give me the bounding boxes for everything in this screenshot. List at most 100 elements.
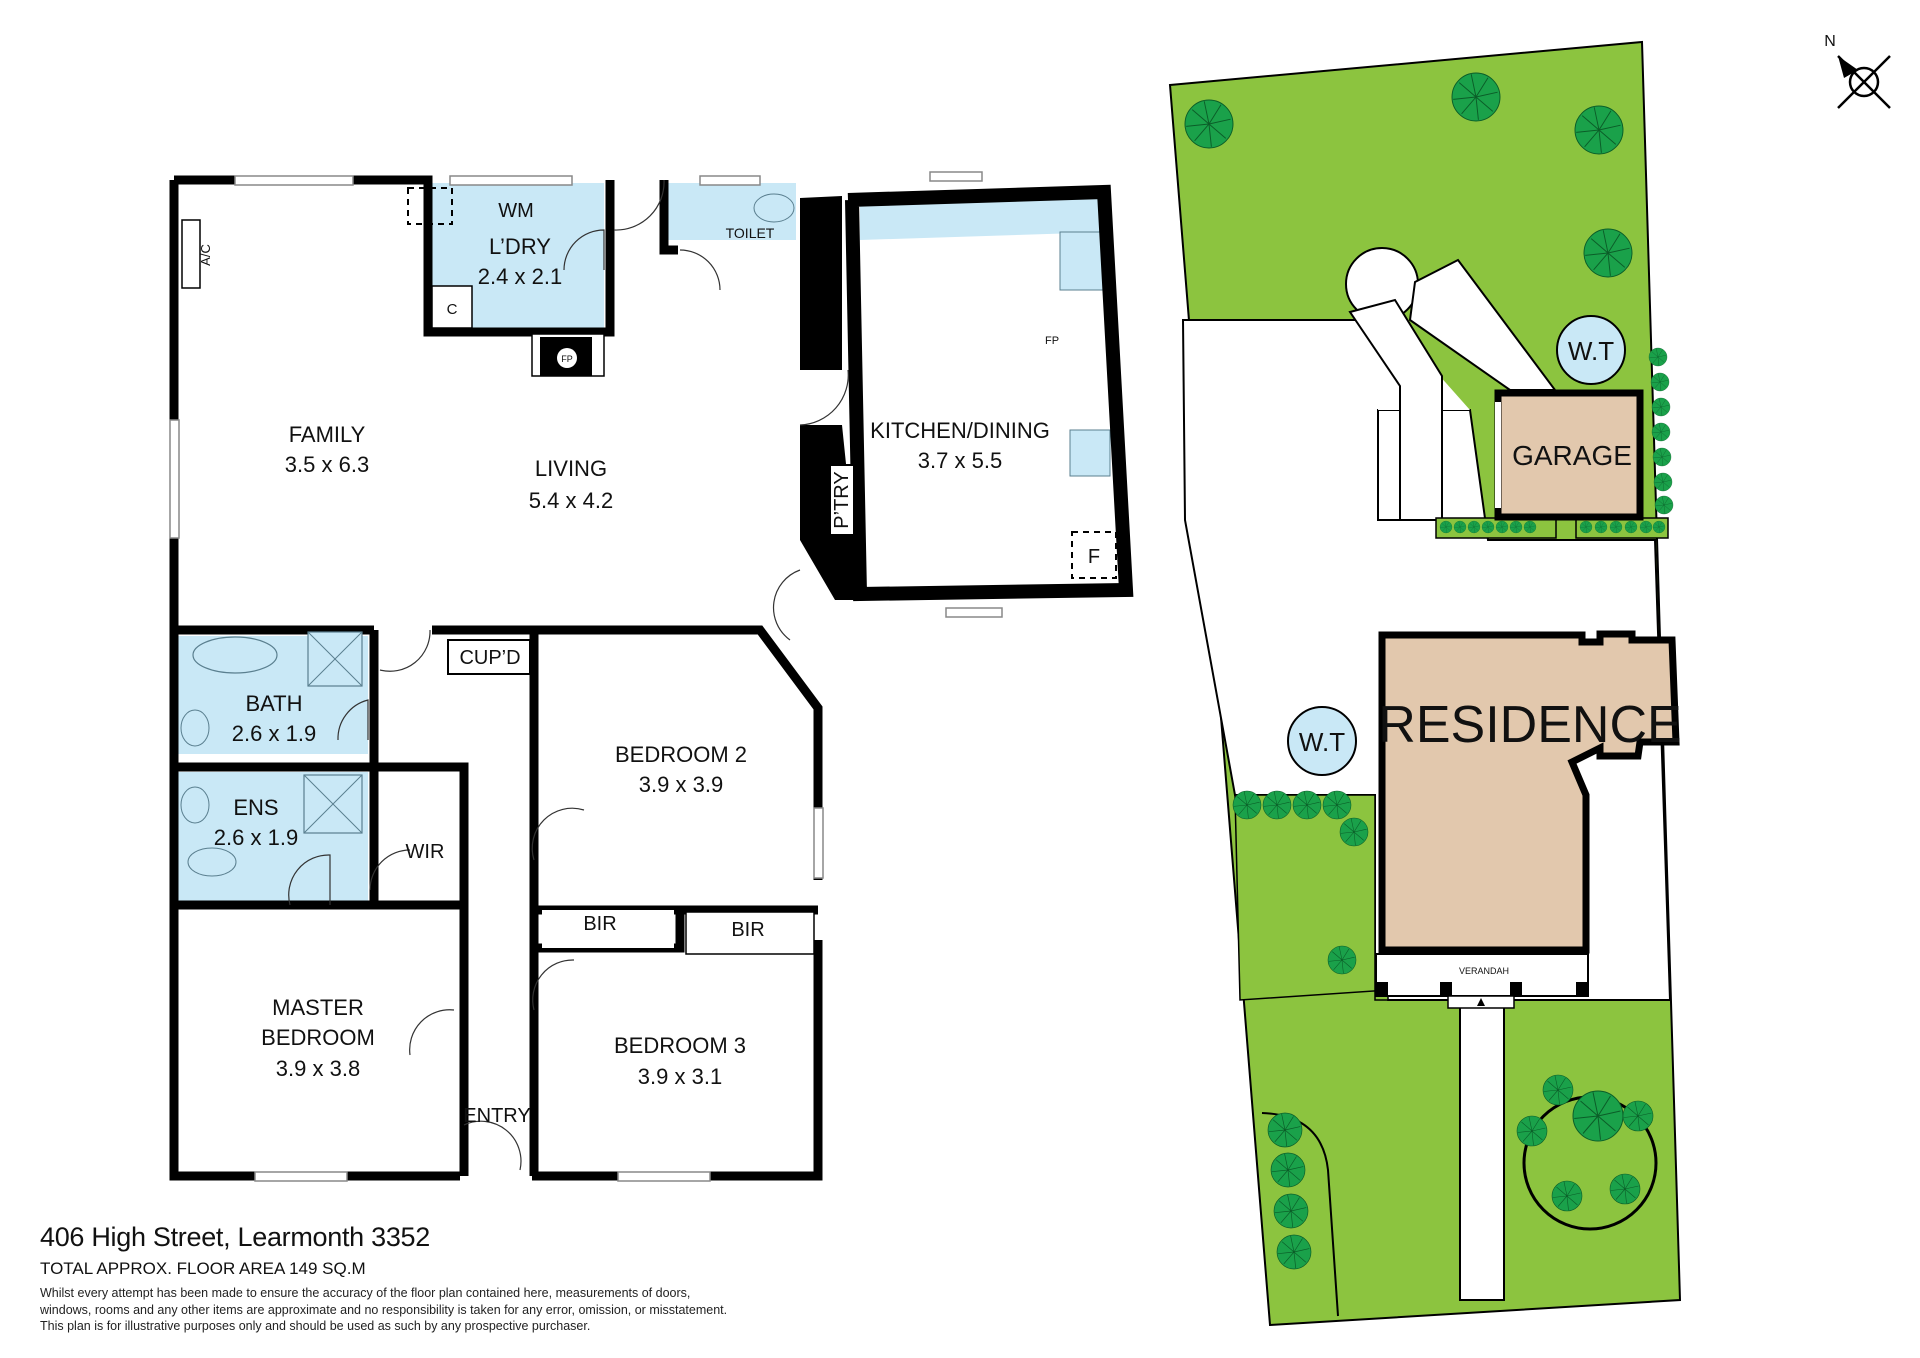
tree-icon: [1322, 790, 1352, 820]
kitchen-west-wall: [800, 196, 842, 370]
shrub-icon: [1509, 520, 1523, 534]
total-floor-area: TOTAL APPROX. FLOOR AREA 149 SQ.M: [40, 1259, 366, 1278]
shrub-icon: [1594, 520, 1608, 534]
ensuite-toilet-icon: [187, 847, 237, 877]
shrub-icon: [1439, 520, 1453, 534]
tree-icon: [1648, 347, 1668, 367]
tree-icon: [1516, 1115, 1548, 1147]
room-labels: FAMILY 3.5 x 6.3 LIVING 5.4 x 4.2 L’DRY …: [198, 200, 1100, 1127]
wm-label: WM: [498, 200, 534, 222]
tree-icon: [1232, 790, 1262, 820]
shrub-icon: [1624, 520, 1638, 534]
toilet-label: TOILET: [726, 225, 775, 241]
tree-icon: [1273, 1193, 1309, 1229]
shrub-icon: [1579, 520, 1593, 534]
pantry-label: P’TRY: [831, 471, 853, 528]
fridge-icon: [1071, 531, 1117, 579]
residence-label: RESIDENCE: [1378, 696, 1681, 754]
water-tank-icon: [1556, 315, 1626, 385]
kitchen-bench: [860, 195, 1110, 240]
shrub-icon: [1652, 520, 1666, 534]
laundry-label: L’DRY: [489, 234, 551, 259]
north-label: N: [1824, 33, 1836, 50]
bath-label: BATH: [245, 691, 302, 716]
tree-icon: [1650, 372, 1670, 392]
disclaimer-line: This plan is for illustrative purposes o…: [40, 1319, 591, 1333]
bedroom3-size: 3.9 x 3.1: [638, 1064, 722, 1089]
water-tank-icon: [1287, 706, 1357, 776]
master-label-1: MASTER: [272, 995, 364, 1020]
tree-icon: [1574, 105, 1624, 155]
bedroom2-label: BEDROOM 2: [615, 742, 747, 767]
kitchen-fp-box: [1062, 305, 1084, 365]
bir-2-box: [685, 911, 815, 955]
tree-icon: [1551, 1180, 1583, 1212]
living-label: LIVING: [535, 456, 607, 481]
cooktop-icon: [1069, 429, 1111, 477]
ac-unit-icon: [181, 219, 201, 289]
bir-2-label: BIR: [731, 919, 764, 941]
tree-icon: [1572, 1090, 1624, 1142]
tree-icon: [1583, 228, 1633, 278]
tree-icon: [1451, 72, 1501, 122]
family-label: FAMILY: [289, 422, 366, 447]
bath-size: 2.6 x 1.9: [232, 721, 316, 746]
disclaimer-line: Whilst every attempt has been made to en…: [40, 1286, 691, 1300]
ensuite-basin-icon: [180, 786, 210, 824]
shrub-icon: [1523, 520, 1537, 534]
ensuite-label: ENS: [233, 795, 278, 820]
tree-icon: [1262, 790, 1292, 820]
north-arrow-icon: N: [1824, 33, 1891, 109]
floor-plan: FAMILY 3.5 x 6.3 LIVING 5.4 x 4.2 L’DRY …: [169, 171, 1134, 1182]
kitchen-fp-label: FP: [1045, 335, 1059, 347]
shrub-icon: [1609, 520, 1623, 534]
doors: [288, 179, 849, 1171]
fireplace-label: FP: [561, 354, 573, 364]
bir-1-box: [542, 910, 674, 948]
kitchen-walls: [845, 184, 1134, 602]
bedroom2-size: 3.9 x 3.9: [639, 772, 723, 797]
tree-icon: [1651, 422, 1671, 442]
tree-icon: [1270, 1152, 1306, 1188]
entry-arrow-icon: [1477, 998, 1485, 1006]
entry-label: ENTRY: [463, 1105, 530, 1127]
verandah: [1375, 953, 1589, 997]
tree-icon: [1339, 817, 1369, 847]
ac-label: A/C: [198, 244, 213, 266]
property-address: 406 High Street, Learmonth 3352: [40, 1222, 430, 1252]
ensuite-size: 2.6 x 1.9: [214, 825, 298, 850]
wir-label: WIR: [406, 841, 445, 863]
disclaimer: Whilst every attempt has been made to en…: [40, 1285, 800, 1335]
garage-label: GARAGE: [1512, 440, 1632, 471]
tree-icon: [1292, 790, 1322, 820]
tree-icon: [1651, 397, 1671, 417]
tree-icon: [1327, 945, 1357, 975]
tree-icon: [1267, 1112, 1303, 1148]
plan-footer: 406 High Street, Learmonth 3352 TOTAL AP…: [40, 1222, 800, 1335]
bathtub-icon: [192, 636, 278, 674]
cupd-label: CUP’D: [459, 647, 520, 669]
kitchen-label: KITCHEN/DINING: [870, 418, 1050, 443]
cupd-box: [447, 639, 531, 675]
shrub-icon: [1467, 520, 1481, 534]
laundry-size: 2.4 x 2.1: [478, 264, 562, 289]
family-size: 3.5 x 6.3: [285, 452, 369, 477]
tree-icon: [1622, 1100, 1654, 1132]
kitchen-sink-icon: [1059, 231, 1105, 291]
fridge-label: F: [1088, 546, 1100, 568]
bir-1-label: BIR: [583, 913, 616, 935]
bedroom3-label: BEDROOM 3: [614, 1033, 746, 1058]
toilet-icon: [753, 193, 795, 223]
shrub-icon: [1453, 520, 1467, 534]
disclaimer-line: windows, rooms and any other items are a…: [40, 1302, 728, 1317]
tree-icon: [1184, 99, 1234, 149]
tree-icon: [1654, 495, 1674, 515]
washing-machine-icon: [407, 187, 453, 225]
tree-icon: [1542, 1074, 1574, 1106]
garage-building: [1494, 389, 1644, 521]
tree-icon: [1609, 1173, 1641, 1205]
tree-icon: [1276, 1234, 1312, 1270]
tree-icon: [1653, 472, 1673, 492]
shrub-icon: [1481, 520, 1495, 534]
